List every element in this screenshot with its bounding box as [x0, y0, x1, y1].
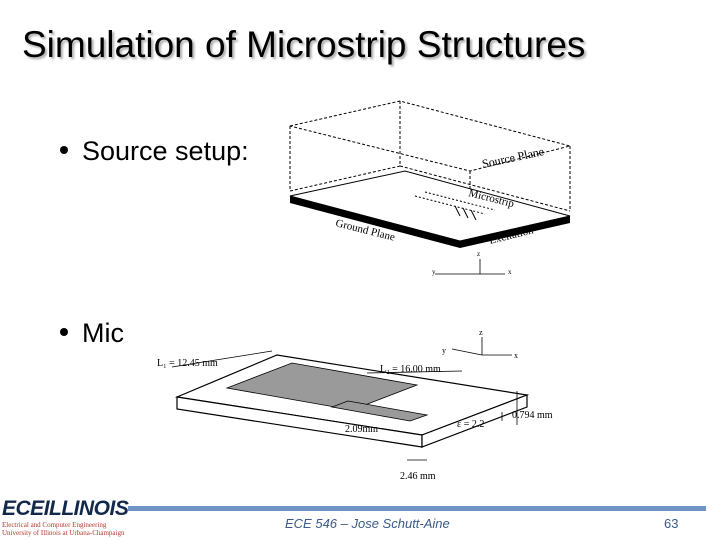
- ece-illinois-logo: ECEILLINOIS Electrical and Computer Engi…: [2, 497, 132, 537]
- axis-z-label: z: [477, 250, 480, 258]
- thickness-label: 0.794 mm: [512, 410, 553, 421]
- footer-course: ECE 546 – Jose Schutt-Aine: [285, 516, 450, 531]
- bullet-text: Mic: [82, 318, 124, 348]
- axis-z-label: z: [479, 328, 483, 337]
- axis-y-label: y: [432, 268, 436, 276]
- bullet-source-setup: Source setup:: [60, 136, 249, 167]
- ground-plane-front: [290, 196, 460, 248]
- logo-ece-text: ECE: [2, 497, 44, 520]
- logo-subtitle-2: University of Illinois at Urbana-Champai…: [2, 529, 125, 537]
- bullet-microstrip: Mic: [60, 318, 124, 349]
- bullet-dot-icon: [60, 327, 68, 336]
- logo-illinois-text: ILLINOIS: [43, 497, 129, 520]
- slide-title: Simulation of Microstrip Structures: [22, 24, 586, 65]
- bullet-dot-icon: [60, 145, 68, 154]
- feed-width-label: 2.46 mm: [400, 471, 436, 482]
- bullet-text: Source setup:: [82, 136, 249, 166]
- feed-line: [330, 400, 429, 422]
- axis-x-label: x: [514, 351, 518, 360]
- source-setup-figure: Source Plane Microstrip Ground Plane Exc…: [289, 100, 571, 276]
- width-label: 2.09mm: [345, 424, 378, 435]
- page-number: 63: [664, 516, 679, 531]
- axis-y-label: y: [442, 346, 446, 355]
- substrate-side: [421, 394, 528, 448]
- eps-label: ε = 2.2: [457, 419, 484, 430]
- patch: [225, 362, 419, 411]
- l2-label: L₂ = 16.00 mm: [380, 364, 441, 375]
- footer-divider: [128, 506, 706, 511]
- logo-subtitle-1: Electrical and Computer Engineering: [2, 521, 107, 529]
- ground-plane-side: [460, 216, 570, 248]
- microstrip-patch-figure: L₁ = 12.45 mm L₂ = 16.00 mm 2.09mm 0.794…: [157, 328, 553, 482]
- axis-x-label: x: [508, 268, 512, 276]
- l1-label: L₁ = 12.45 mm: [157, 358, 218, 369]
- source-plane-label: Source Plane: [481, 144, 546, 171]
